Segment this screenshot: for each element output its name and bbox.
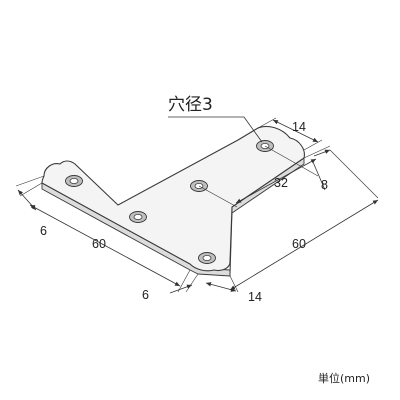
hole-bottom [198,252,216,264]
hole-leader-line [168,116,263,143]
dim-edge-offset-label: 8 [321,178,328,192]
dim-left-edge-label: 6 [40,224,47,238]
dim-bottom-edge-label: 6 [142,288,149,302]
dim-line-8 [312,161,326,191]
dim-bottom-width-label: 14 [248,290,262,304]
dim-line-bottom-14 [205,282,237,292]
unit-label: 単位(mm) [318,371,370,385]
hole-center-left [129,211,147,223]
dim-line-top-14 [272,119,319,143]
dim-top-width-label: 14 [292,120,306,134]
ext-line-8 [303,145,331,159]
ext-line-left-60 [177,269,191,293]
hole-left [65,175,83,187]
dim-left-length-label: 60 [92,237,106,251]
ext-line-bottom-6 [185,273,199,293]
ext-line-left-6-a [19,182,43,197]
dim-line-32 [235,158,317,204]
dim-line-8-arrow [313,149,331,157]
ext-line-left-6-b [15,175,45,187]
ext-line-top-b [303,139,323,151]
dim-line-bottom-6 [169,284,193,294]
dim-right-length-label: 60 [292,237,306,251]
dim-hole-spacing-label: 32 [274,176,288,190]
ext-line-top-a [257,117,277,129]
dim-line-right-60 [229,199,379,291]
hole-diameter-label: 穴径3 [168,95,213,115]
dim-line-left-60 [29,204,181,287]
ext-line-right-60 [329,149,379,199]
